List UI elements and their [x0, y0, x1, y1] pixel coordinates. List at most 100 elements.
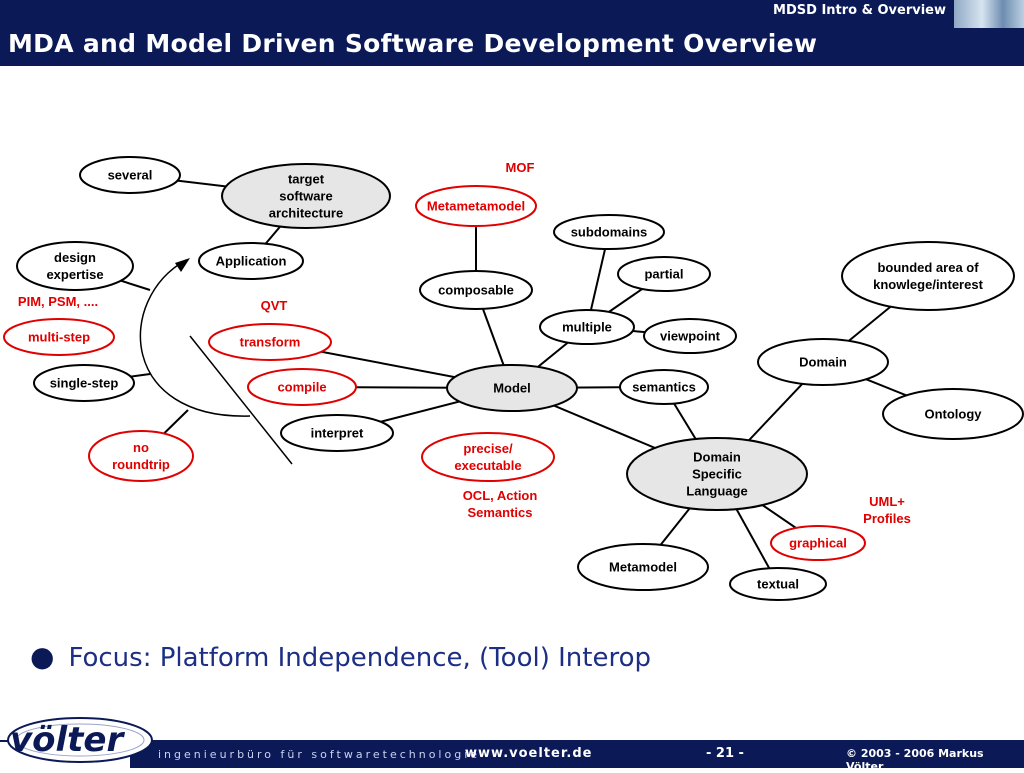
node-several-shape: [79, 156, 181, 194]
node-target-label: architecture: [269, 206, 343, 221]
node-partial: partial: [617, 256, 711, 292]
node-compile-shape: [247, 368, 357, 406]
node-bounded: bounded area of knowlege/interest: [841, 241, 1015, 311]
node-design: design expertise: [16, 241, 134, 291]
node-multiple: multiple: [539, 309, 635, 345]
node-precise: precise/executable: [421, 432, 555, 482]
node-ontology: Ontology: [882, 388, 1024, 440]
node-design-label: design: [54, 250, 96, 265]
node-target-label: target: [288, 172, 325, 187]
note-qvt: QVT: [261, 298, 288, 313]
note-ocl: OCL, Action: [463, 488, 538, 503]
node-noroundtrip-label: no: [133, 440, 149, 455]
node-ontology-shape: [882, 388, 1024, 440]
page-number: - 21 -: [706, 746, 744, 761]
node-semantics-label: semantics: [632, 380, 696, 395]
node-metametamodel-shape: [415, 185, 537, 227]
node-graphical-shape: [770, 525, 866, 561]
node-target-shape: [221, 163, 391, 229]
node-target: target software architecture: [221, 163, 391, 229]
node-noroundtrip: no roundtrip: [88, 430, 194, 482]
bullet-point: ● Focus: Platform Independence, (Tool) In…: [30, 640, 651, 673]
node-composable-label: composable: [438, 283, 514, 298]
footer-rule: [0, 740, 1024, 742]
bullet-text: Focus: Platform Independence, (Tool) Int…: [68, 643, 651, 673]
node-viewpoint-shape: [643, 318, 737, 354]
title-bar: [0, 28, 1024, 64]
node-viewpoint: viewpoint: [643, 318, 737, 354]
page-title: MDA and Model Driven Software Developmen…: [8, 29, 818, 58]
node-application: Application: [198, 242, 304, 280]
node-transform: transform: [208, 323, 332, 361]
node-model-shape: [446, 364, 578, 412]
node-bounded-shape: [841, 241, 1015, 311]
node-bounded-label: knowlege/interest: [873, 277, 983, 292]
node-compile-label: compile: [277, 380, 326, 395]
node-textual-shape: [729, 567, 827, 601]
node-dsl-label: Language: [686, 484, 747, 499]
arrow-head-icon: [175, 258, 190, 272]
node-domain-label: Domain: [799, 355, 847, 370]
node-multistep-shape: [3, 318, 115, 356]
node-precise-shape: [421, 432, 555, 482]
node-viewpoint-label: viewpoint: [660, 329, 721, 344]
divider-slash: [189, 335, 293, 465]
transform-arc: [139, 258, 293, 465]
node-textual: textual: [729, 567, 827, 601]
node-multiple-shape: [539, 309, 635, 345]
node-metametamodel-label: Metametamodel: [427, 199, 525, 214]
node-multiple-label: multiple: [562, 320, 612, 335]
node-dsl-label: Specific: [692, 467, 742, 482]
node-metamodel-label: Metamodel: [609, 560, 677, 575]
node-singlestep-shape: [33, 364, 135, 402]
node-domain: Domain: [757, 338, 889, 386]
node-multistep: multi-step: [3, 318, 115, 356]
header-band: [0, 0, 1024, 28]
node-transform-shape: [208, 323, 332, 361]
logo-wordmark: völter: [10, 720, 124, 760]
copyright: © 2003 - 2006 Markus Völter: [846, 747, 984, 773]
node-target-label: software: [279, 189, 332, 204]
title-rule: [0, 64, 1024, 66]
note-pim: PIM, PSM, ....: [18, 294, 98, 309]
node-subdomains: subdomains: [553, 214, 665, 250]
bullet-dot-icon: ●: [30, 640, 55, 673]
node-transform-label: transform: [240, 335, 301, 350]
node-application-shape: [198, 242, 304, 280]
node-singlestep-label: single-step: [50, 376, 119, 391]
header-subtitle: MDSD Intro & Overview: [773, 3, 946, 18]
nodes: several target software architecture Metamet…: [3, 156, 1024, 601]
node-design-label: expertise: [46, 267, 103, 282]
node-model: Model: [446, 364, 578, 412]
node-domain-shape: [757, 338, 889, 386]
footer-url-link[interactable]: www.voelter.de: [465, 746, 593, 761]
note-ocl: Semantics: [467, 505, 532, 520]
node-semantics: semantics: [619, 369, 709, 405]
mind-map-diagram: several target software architecture Metamet…: [3, 156, 1024, 601]
node-precise-label: executable: [454, 458, 521, 473]
node-metamodel: Metamodel: [577, 543, 709, 591]
node-partial-label: partial: [644, 267, 683, 282]
footer-band: [130, 742, 1024, 768]
node-several: several: [79, 156, 181, 194]
node-singlestep: single-step: [33, 364, 135, 402]
footer-tagline: ingenieurbüro für softwaretechnologie: [158, 748, 481, 761]
node-noroundtrip-label: roundtrip: [112, 457, 170, 472]
node-application-label: Application: [216, 254, 287, 269]
voelter-logo-icon: [7, 717, 153, 763]
node-interpret: interpret: [280, 414, 394, 452]
note-uml: Profiles: [863, 511, 911, 526]
node-composable-shape: [419, 270, 533, 310]
node-bounded-label: bounded area of: [877, 260, 979, 275]
node-multistep-label: multi-step: [28, 330, 90, 345]
node-ontology-label: Ontology: [924, 407, 982, 422]
node-several-label: several: [108, 168, 153, 183]
node-graphical-label: graphical: [789, 536, 847, 551]
node-textual-label: textual: [757, 577, 799, 592]
transform-arc-path: [139, 259, 251, 417]
node-compile: compile: [247, 368, 357, 406]
node-graphical: graphical: [770, 525, 866, 561]
node-partial-shape: [617, 256, 711, 292]
